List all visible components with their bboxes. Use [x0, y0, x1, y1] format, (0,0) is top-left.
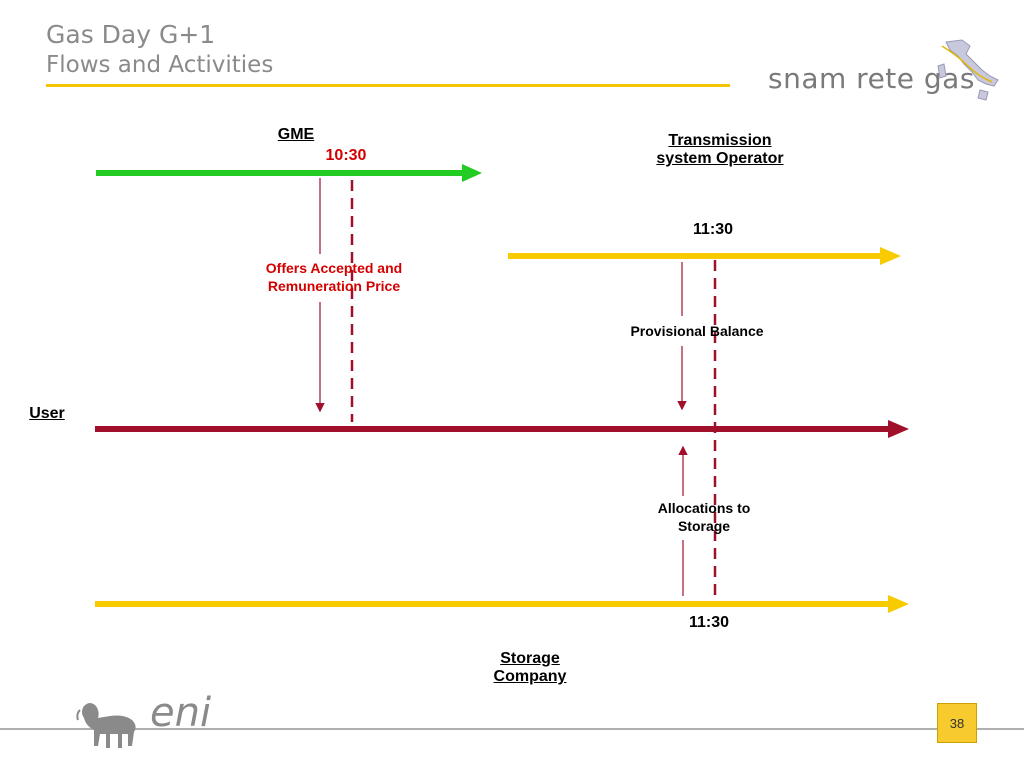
- user-label: User: [29, 405, 65, 422]
- storage-timeline-arrow: [95, 595, 909, 613]
- provisional-balance-label: Provisional Balance: [630, 323, 764, 339]
- tso-timeline-arrow: [508, 247, 901, 265]
- tso-label-line2: system Operator: [656, 150, 784, 167]
- tso-time-label: 11:30: [692, 221, 734, 238]
- page-number: 38: [937, 703, 977, 743]
- gme-time-label: 10:30: [325, 147, 367, 164]
- storage-time-label: 11:30: [688, 614, 730, 631]
- title-underline: [46, 84, 730, 87]
- allocations-label-line1: Allocations to: [657, 500, 751, 516]
- gme-label: GME: [277, 126, 315, 143]
- slide-subtitle: Flows and Activities: [46, 52, 274, 78]
- storage-label-line2: Company: [493, 668, 567, 685]
- slide-title: Gas Day G+1: [46, 20, 216, 49]
- offers-label-line1: Offers Accepted and: [265, 260, 403, 276]
- eni-logo: eni: [150, 690, 212, 736]
- italy-map-icon: [937, 39, 999, 101]
- storage-label-line1: Storage: [500, 650, 560, 667]
- gme-timeline-arrow: [96, 164, 482, 182]
- offers-label-line2: Remuneration Price: [267, 278, 401, 294]
- footer-divider: [0, 728, 1024, 730]
- allocations-label-line2: Storage: [677, 518, 731, 534]
- user-timeline-arrow: [95, 420, 909, 438]
- eni-six-legged-dog-icon: [76, 703, 136, 748]
- tso-label-line1: Transmission: [668, 132, 772, 149]
